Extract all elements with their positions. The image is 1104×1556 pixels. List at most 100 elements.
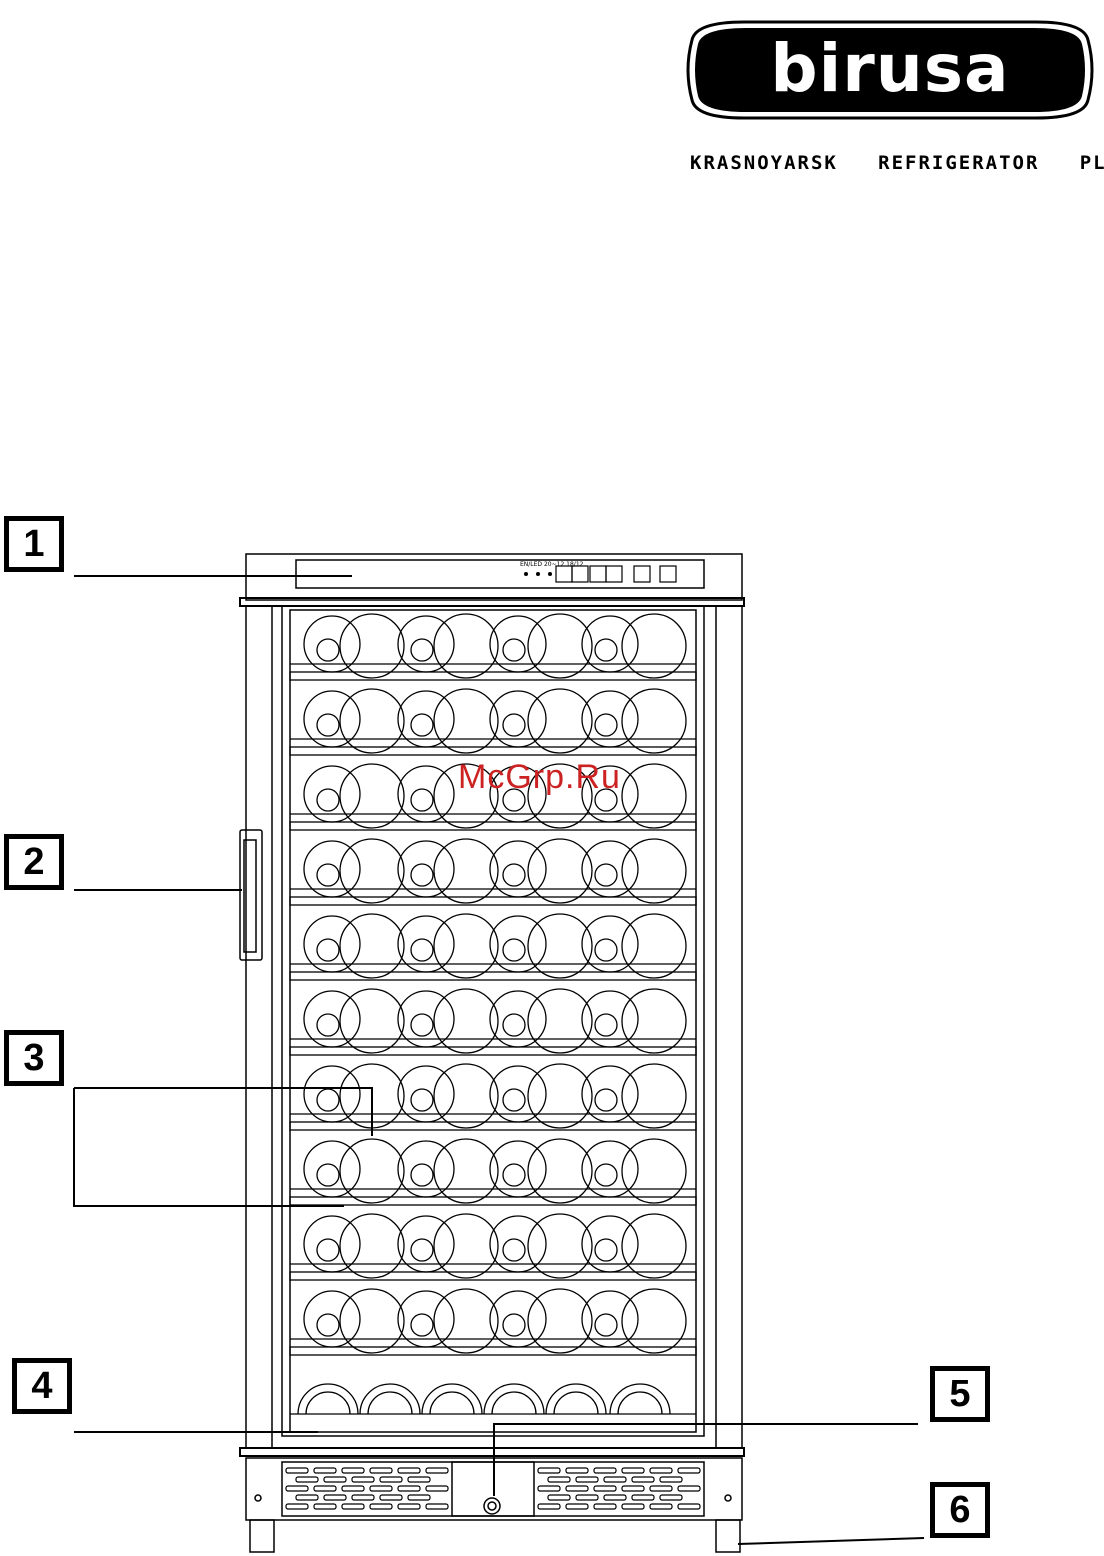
grille-slot <box>380 1495 402 1500</box>
grille-slot <box>548 1495 570 1500</box>
bottle-end <box>622 764 686 828</box>
bottle-neck <box>595 1014 617 1036</box>
bottle-neck <box>503 639 525 661</box>
grille-slot <box>566 1504 588 1509</box>
bottle-end <box>340 689 404 753</box>
grille-slot <box>426 1468 448 1473</box>
grille-slot <box>370 1486 392 1491</box>
callout-2: 2 <box>4 834 64 890</box>
grille-slot <box>314 1486 336 1491</box>
watermark: McGrp.Ru <box>458 758 621 797</box>
grille-slot <box>370 1468 392 1473</box>
bottle-neck <box>503 1089 525 1111</box>
grille-slot <box>342 1468 364 1473</box>
bottle-end <box>554 1392 598 1414</box>
bottle-end <box>622 839 686 903</box>
bottle-neck <box>411 939 433 961</box>
grille-slot <box>380 1477 402 1482</box>
bottle-end <box>340 914 404 978</box>
grille-slot <box>650 1504 672 1509</box>
bottle-end <box>340 614 404 678</box>
panel-legend: EN/LED 20~12 18/12 <box>520 561 584 568</box>
bottle-neck <box>595 1314 617 1336</box>
bottle-neck <box>317 789 339 811</box>
grille-slot <box>426 1504 448 1509</box>
bottle-neck <box>411 789 433 811</box>
grille-slot <box>398 1504 420 1509</box>
grille-slot <box>548 1477 570 1482</box>
grille-slot <box>426 1486 448 1491</box>
grille-slot <box>566 1486 588 1491</box>
bottle-neck <box>411 1089 433 1111</box>
shelf <box>290 1122 696 1130</box>
grille-slot <box>408 1477 430 1482</box>
bottle-neck <box>411 1014 433 1036</box>
grille-slot <box>678 1504 700 1509</box>
grille-slot <box>342 1504 364 1509</box>
shelf <box>290 897 696 905</box>
bottle-end <box>618 1392 662 1414</box>
grille-slot <box>296 1477 318 1482</box>
bottle-neck <box>503 1314 525 1336</box>
bottle-end <box>434 989 498 1053</box>
bottle-neck <box>595 639 617 661</box>
bottle-end <box>340 1139 404 1203</box>
bottle-neck <box>411 1239 433 1261</box>
bottle-end <box>306 1392 350 1414</box>
grille-slot <box>538 1486 560 1491</box>
callout-5: 5 <box>930 1366 990 1422</box>
callout-3: 3 <box>4 1030 64 1086</box>
bottle-neck <box>503 1164 525 1186</box>
grille-slot <box>660 1477 682 1482</box>
grille-slot <box>594 1468 616 1473</box>
bottle-neck <box>503 1014 525 1036</box>
bottle-neck <box>595 1239 617 1261</box>
bottle-neck <box>411 639 433 661</box>
bottle-neck <box>317 714 339 736</box>
bottle-end <box>340 839 404 903</box>
grille-slot <box>324 1477 346 1482</box>
grille-slot <box>576 1495 598 1500</box>
grille-slot <box>632 1495 654 1500</box>
shelf <box>290 747 696 755</box>
bottle-neck <box>595 939 617 961</box>
bottle-end <box>340 764 404 828</box>
grille-slot <box>660 1495 682 1500</box>
bottle-end <box>622 989 686 1053</box>
bottle-end <box>622 1214 686 1278</box>
bottle-neck <box>411 1314 433 1336</box>
callout-6: 6 <box>930 1482 990 1538</box>
grille-slot <box>342 1486 364 1491</box>
bottle-end <box>434 1064 498 1128</box>
bottle-end <box>340 1289 404 1353</box>
bottle-neck <box>317 1164 339 1186</box>
bottle-neck <box>503 714 525 736</box>
grille-slot <box>538 1468 560 1473</box>
bottle-end <box>434 1139 498 1203</box>
grille-slot <box>678 1486 700 1491</box>
bottle-neck <box>411 1164 433 1186</box>
grille-slot <box>314 1504 336 1509</box>
bottle-neck <box>317 1239 339 1261</box>
bottle-end <box>368 1392 412 1414</box>
bottle-end <box>622 614 686 678</box>
bottle-end <box>434 1289 498 1353</box>
bottle-end <box>340 989 404 1053</box>
bottle-end <box>434 689 498 753</box>
bottle-neck <box>317 939 339 961</box>
bottle-end <box>622 689 686 753</box>
grille-slot <box>398 1486 420 1491</box>
bottle-end <box>622 1289 686 1353</box>
grille-slot <box>678 1468 700 1473</box>
bottle-neck <box>503 1239 525 1261</box>
shelf <box>290 1272 696 1280</box>
callout-4: 4 <box>12 1358 72 1414</box>
shelf <box>290 1047 696 1055</box>
bottle-neck <box>595 714 617 736</box>
bottle-neck <box>411 714 433 736</box>
shelf <box>290 672 696 680</box>
bottle-neck <box>317 1089 339 1111</box>
grille-slot <box>352 1495 374 1500</box>
shelf <box>290 972 696 980</box>
bottle-neck <box>317 1014 339 1036</box>
